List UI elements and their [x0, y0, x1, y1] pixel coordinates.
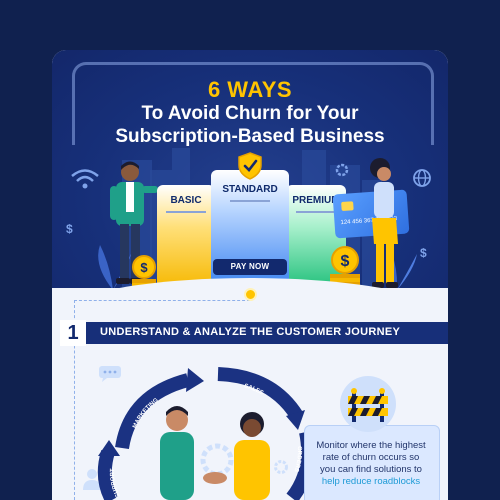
chat-bubble-icon: [99, 366, 121, 382]
title-frame: [72, 62, 434, 145]
dollar-icon: $: [66, 222, 73, 236]
connector-dot: [244, 288, 257, 301]
svg-text:$: $: [341, 253, 350, 270]
gear-icon: [335, 163, 349, 177]
roadblock-text: Monitor where the highest rate of churn …: [306, 440, 436, 488]
step-number: 1: [60, 320, 86, 346]
title-highlight: 6 WAYS: [207, 77, 293, 102]
shield-check-icon: [238, 152, 262, 180]
connector-line: [74, 300, 250, 301]
hero-section: 6 WAYS To Avoid Churn for Your Subscript…: [52, 50, 448, 300]
cycle-label-orders: ORDERS: [292, 446, 302, 473]
gear-icon: [274, 460, 288, 474]
svg-text:$: $: [140, 260, 148, 275]
step-title: UNDERSTAND & ANALYZE THE CUSTOMER JOURNE…: [100, 326, 401, 338]
title-line-2: Subscription-Based Business: [115, 126, 385, 147]
dollar-icon: $: [420, 246, 427, 260]
card-chip: [341, 201, 354, 212]
roadblock-barrier-icon: [348, 388, 388, 422]
roadblock-text-line: rate of churn occurs so: [322, 452, 420, 463]
infographic-card: 6 WAYS To Avoid Churn for Your Subscript…: [52, 50, 448, 500]
connector-line: [74, 300, 75, 500]
divider: [230, 200, 270, 202]
user-icon: [83, 469, 101, 490]
divider: [166, 211, 206, 213]
roadblock-highlight: help reduce roadblocks: [321, 476, 421, 487]
step-header-bar: [82, 322, 448, 344]
roadblock-card: [304, 425, 440, 500]
roadblock-text-line: Monitor where the highest: [316, 440, 426, 451]
plan-basic-label: BASIC: [170, 195, 202, 206]
plan-standard-label: STANDARD: [222, 184, 278, 195]
customer-journey-cycle: MARKETING SALES ORDERS SUPPORT: [97, 367, 316, 500]
title-line-1: To Avoid Churn for Your: [141, 103, 359, 124]
plan-premium-label: PREMIUM: [292, 195, 340, 206]
plan-basic[interactable]: BASIC: [157, 185, 215, 289]
cycle-label-support: SUPPORT: [110, 468, 122, 498]
roadblock-text-line: you can find solutions to: [320, 464, 422, 475]
pay-now-button[interactable]: PAY NOW: [213, 259, 287, 275]
divider: [296, 211, 336, 213]
woman-illustration: [370, 158, 398, 288]
man-illustration: [110, 161, 158, 284]
wifi-icon: [71, 169, 99, 189]
globe-icon: [413, 169, 431, 187]
